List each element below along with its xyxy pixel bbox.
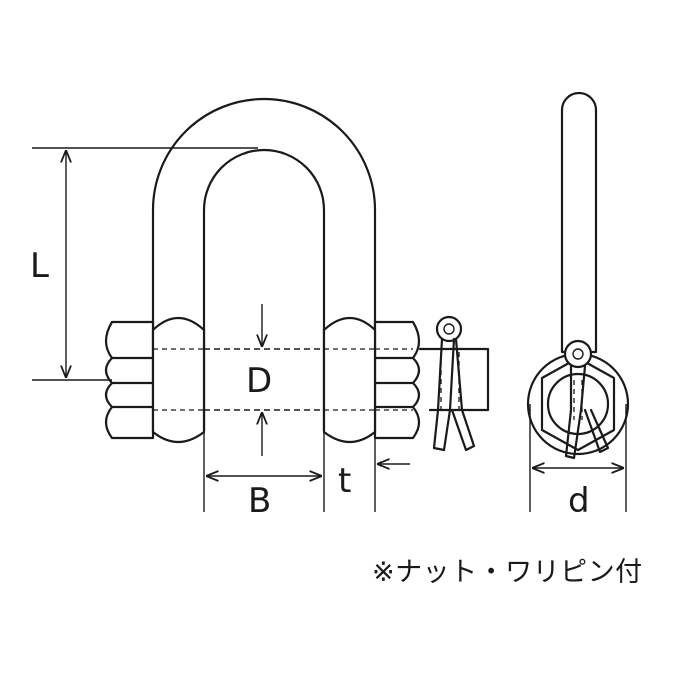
note-text: ※ナット・ワリピン付 <box>372 557 643 588</box>
right-pin-boss <box>322 316 377 444</box>
shackle-outer-outline <box>151 97 377 432</box>
side-cotter-pin <box>563 339 610 460</box>
dimension-t: t <box>338 432 410 512</box>
dimension-B: B <box>203 432 325 521</box>
dimension-d: d <box>529 404 627 521</box>
dimension-D: D <box>246 304 272 456</box>
left-nut <box>104 320 155 440</box>
label-L: L <box>30 246 49 286</box>
cotter-pin <box>432 315 476 452</box>
right-nut <box>373 320 421 440</box>
dimension-L: L <box>30 147 258 381</box>
pin-hidden-lines <box>153 348 413 411</box>
left-pin-boss <box>151 316 206 444</box>
shackle-side-view <box>526 91 630 460</box>
shackle-front-view <box>104 97 490 452</box>
label-B: B <box>248 481 271 521</box>
shackle-inner-outline <box>202 148 326 432</box>
side-body-outline <box>560 91 598 354</box>
label-d: d <box>568 481 590 521</box>
label-D: D <box>246 361 272 401</box>
side-nut-hex <box>540 356 616 452</box>
label-t: t <box>338 461 351 501</box>
